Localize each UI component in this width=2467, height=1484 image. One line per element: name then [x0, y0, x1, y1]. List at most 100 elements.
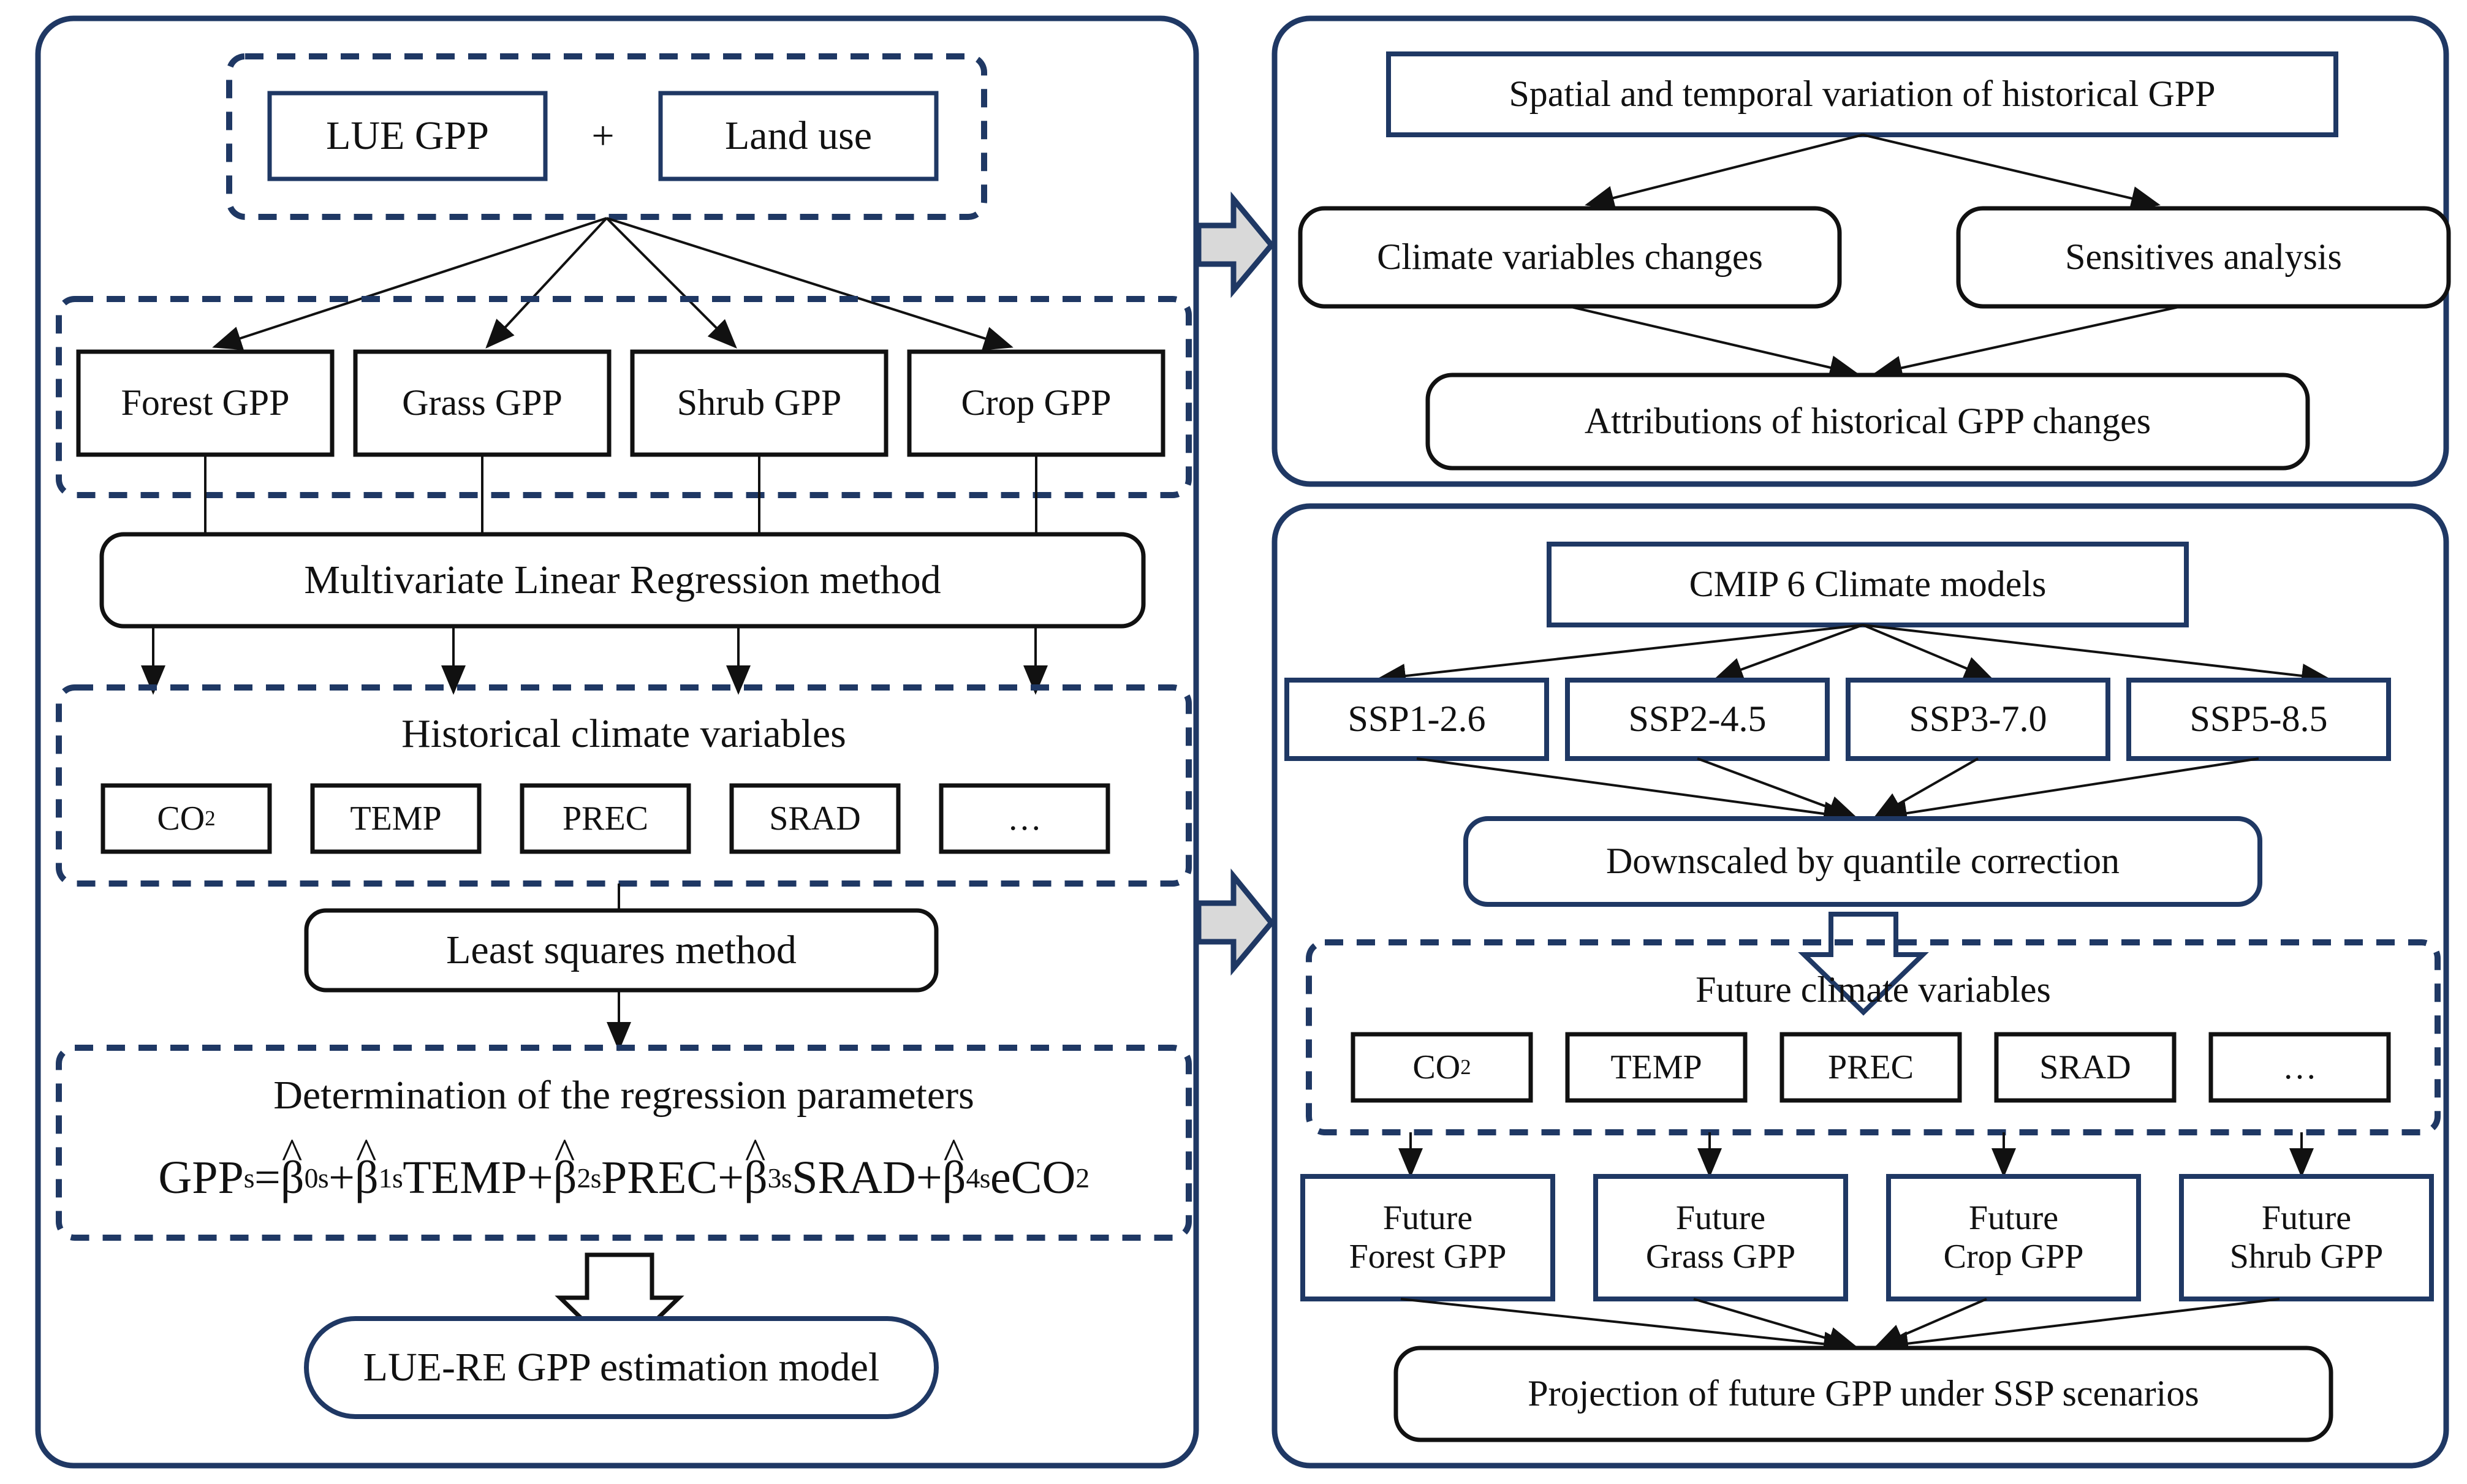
label-lue-gpp: LUE GPP: [326, 113, 489, 159]
box-grass-gpp[interactable]: [353, 349, 612, 457]
box-regression-method[interactable]: [99, 532, 1146, 629]
edge-ssp2-to-downscale: [1697, 757, 1858, 820]
formula-beta3-sub: 3s: [767, 1162, 792, 1194]
formula-beta2: β: [553, 1152, 577, 1204]
panel-connector-arrow-bottom: [1196, 868, 1275, 976]
edge-future-grass-to-projection: [1693, 1298, 1858, 1351]
box-sensitives-analysis[interactable]: [1956, 206, 2451, 309]
edge-inputs-to-crop: [606, 217, 1014, 350]
label-historical-climate-title: Historical climate variables: [401, 711, 846, 757]
box-ssp2-4-5[interactable]: [1565, 678, 1830, 761]
label-future-grass-gpp: Future Grass GPP: [1596, 1176, 1846, 1299]
edge-cmip-to-ssp1: [1376, 624, 1863, 689]
box-forest-gpp[interactable]: [76, 349, 335, 457]
label-future-srad: SRAD: [2039, 1048, 2131, 1086]
historical-climate-dashed-group: [56, 684, 1192, 887]
label-ssp2-4-5: SSP2-4.5: [1628, 698, 1767, 740]
edge-climate-changes-to-attribution: [1568, 305, 1859, 380]
future-climate-dashed-group: [1306, 939, 2441, 1135]
label-spatial-temporal-header: Spatial and temporal variation of histor…: [1509, 74, 2216, 115]
label-least-squares: Least squares method: [446, 928, 797, 973]
box-future-shrub-gpp[interactable]: [2179, 1174, 2434, 1301]
formula-beta3: β: [743, 1152, 768, 1204]
box-projection-future-gpp[interactable]: [1393, 1346, 2333, 1442]
box-lue-gpp[interactable]: [267, 91, 548, 181]
box-hist-more[interactable]: [939, 783, 1110, 854]
edge-cmip-to-ssp3: [1862, 624, 1994, 680]
edge-inputs-to-grass: [485, 217, 608, 349]
future-co2-text: CO: [1412, 1048, 1461, 1086]
edge-inputs-to-shrub: [605, 217, 737, 349]
box-future-prec[interactable]: [1779, 1032, 1962, 1103]
formula-term-srad: SRAD: [792, 1152, 916, 1204]
edge-cmip-to-ssp2: [1713, 624, 1863, 681]
box-ssp5-8-5[interactable]: [2126, 678, 2391, 761]
edge-ssp1-to-downscale: [1416, 757, 1853, 826]
edge-ssp3-to-downscale: [1873, 757, 1979, 819]
label-climate-variables-changes: Climate variables changes: [1377, 237, 1763, 278]
formula-term-eco2: eCO: [990, 1152, 1076, 1204]
edge-future-shrub-to-projection: [1879, 1298, 2280, 1356]
box-spatial-temporal-header[interactable]: [1386, 51, 2338, 137]
box-downscaled[interactable]: [1463, 816, 2262, 907]
label-forest-gpp: Forest GPP: [121, 382, 290, 423]
label-future-forest-gpp: Future Forest GPP: [1303, 1176, 1553, 1299]
box-future-srad[interactable]: [1994, 1032, 2177, 1103]
box-lue-re-output[interactable]: [304, 1316, 939, 1419]
edge-cmip-to-ssp4: [1862, 624, 2331, 688]
box-cmip6-header[interactable]: [1547, 542, 2189, 627]
box-least-squares[interactable]: [304, 908, 939, 993]
label-future-climate-title: Future climate variables: [1696, 969, 2051, 1010]
label-cmip6-header: CMIP 6 Climate models: [1689, 564, 2047, 605]
label-lue-re-output: LUE-RE GPP estimation model: [363, 1345, 880, 1390]
box-future-forest-gpp[interactable]: [1300, 1174, 1555, 1301]
box-hist-srad[interactable]: [729, 783, 901, 854]
box-hist-temp[interactable]: [310, 783, 482, 854]
formula-plus-4: +: [915, 1152, 942, 1204]
label-hist-prec: PREC: [562, 799, 649, 838]
box-ssp3-7-0[interactable]: [1846, 678, 2110, 761]
formula-eq: =: [254, 1152, 281, 1204]
formula-beta0-group: ^β: [281, 1132, 305, 1204]
box-hist-prec[interactable]: [520, 783, 691, 854]
future-shrub-line2: Shrub GPP: [2229, 1238, 2384, 1276]
label-future-crop-gpp: Future Crop GPP: [1889, 1176, 2139, 1299]
label-sensitives-analysis: Sensitives analysis: [2065, 237, 2342, 278]
box-future-grass-gpp[interactable]: [1593, 1174, 1848, 1301]
label-hist-srad: SRAD: [769, 799, 861, 838]
future-co2-sub: 2: [1460, 1054, 1471, 1079]
formula-beta0-hat: ^: [281, 1129, 303, 1179]
box-future-more[interactable]: [2208, 1032, 2391, 1103]
label-downscaled: Downscaled by quantile correction: [1605, 841, 2120, 882]
box-attributions[interactable]: [1425, 373, 2310, 471]
formula-beta3-hat: ^: [745, 1129, 766, 1179]
formula-beta2-sub: 2s: [577, 1162, 602, 1194]
label-ssp1-2-6: SSP1-2.6: [1347, 698, 1486, 740]
box-future-temp[interactable]: [1565, 1032, 1748, 1103]
label-crop-gpp: Crop GPP: [961, 382, 1112, 423]
label-shrub-gpp: Shrub GPP: [676, 382, 842, 423]
label-future-more: …: [2283, 1048, 2317, 1086]
panel-connector-arrow-top: [1196, 191, 1275, 298]
future-grass-line1: Future: [1675, 1199, 1766, 1238]
formula-beta1-sub: 1s: [378, 1162, 403, 1194]
panel-bottom-right-border: [1271, 503, 2449, 1469]
box-shrub-gpp[interactable]: [630, 349, 889, 457]
edge-inputs-to-forest: [212, 217, 607, 350]
box-crop-gpp[interactable]: [907, 349, 1165, 457]
box-land-use[interactable]: [658, 91, 939, 181]
box-hist-co2[interactable]: [100, 783, 272, 854]
formula-beta0-sub: 0s: [304, 1162, 329, 1194]
box-future-co2[interactable]: [1351, 1032, 1533, 1103]
box-future-crop-gpp[interactable]: [1886, 1174, 2141, 1301]
formula-beta1: β: [355, 1152, 379, 1204]
formula-plus-2: +: [526, 1152, 553, 1204]
block-arrow-down-right: [1798, 912, 1929, 1016]
label-attributions: Attributions of historical GPP changes: [1584, 401, 2151, 442]
future-shrub-line1: Future: [2261, 1199, 2352, 1238]
label-ssp3-7-0: SSP3-7.0: [1909, 698, 2047, 740]
label-future-shrub-gpp: Future Shrub GPP: [2181, 1176, 2431, 1299]
